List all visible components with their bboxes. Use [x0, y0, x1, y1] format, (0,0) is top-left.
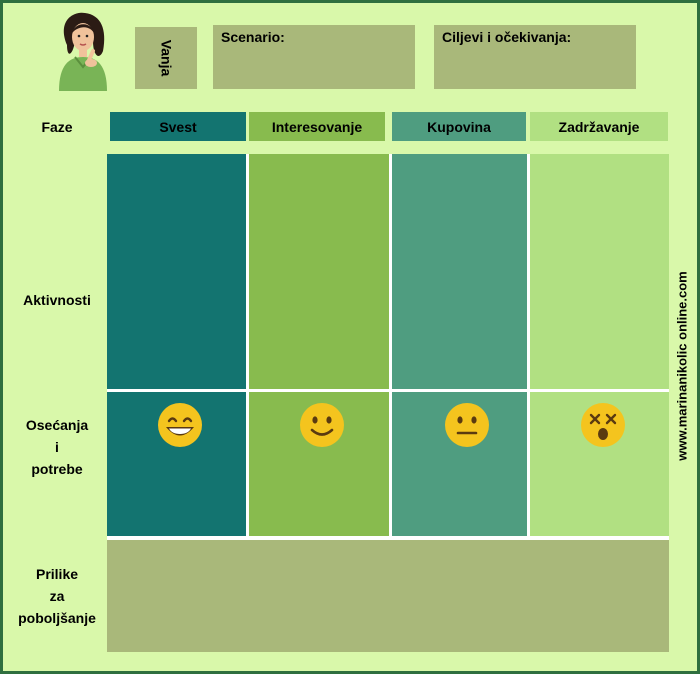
row-label-opportunities-line: za — [49, 588, 65, 604]
phase-header-interesovanje: Interesovanje — [249, 112, 385, 141]
row-label-activities: Aktivnosti — [23, 292, 91, 308]
grinning-face-icon — [158, 403, 202, 447]
persona-name: Vanja — [158, 39, 174, 77]
scenario-box: Scenario: — [213, 25, 415, 89]
phase-header-svest: Svest — [110, 112, 246, 141]
row-label-feelings: Osećanja i potrebe — [9, 414, 105, 480]
column-divider — [527, 154, 530, 536]
row-divider — [107, 389, 669, 392]
dizzy-face-icon — [581, 403, 625, 447]
phase-header-zadrzavanje: Zadržavanje — [530, 112, 668, 141]
phase-label: Svest — [159, 118, 197, 135]
row-label-feelings-line: i — [55, 439, 59, 455]
phase-column-interesovanje — [249, 154, 389, 536]
scenario-label: Scenario: — [221, 29, 285, 45]
phase-column-svest — [107, 154, 246, 536]
row-label-opportunities-line: poboljšanje — [18, 610, 96, 626]
neutral-face-icon — [445, 403, 489, 447]
row-divider — [107, 536, 669, 540]
woman-thinking-icon — [59, 12, 107, 91]
row-label-feelings-line: Osećanja — [25, 417, 89, 433]
phase-column-zadrzavanje — [530, 154, 669, 536]
column-divider — [389, 154, 392, 536]
opportunities-area — [107, 540, 669, 652]
row-label-opportunities-line: Prilike — [35, 566, 79, 582]
row-label-feelings-line: potrebe — [31, 461, 83, 477]
website-watermark: www.marinanikolic online.com — [674, 271, 690, 461]
phase-label: Kupovina — [427, 118, 491, 135]
phase-label: Interesovanje — [271, 118, 363, 135]
row-label-opportunities: Prilike za poboljšanje — [9, 563, 105, 629]
phase-header-kupovina: Kupovina — [392, 112, 526, 141]
phase-column-kupovina — [392, 154, 527, 536]
column-divider — [246, 154, 249, 536]
row-label-phases: Faze — [41, 119, 73, 135]
goals-label: Ciljevi i očekivanja: — [442, 29, 572, 45]
goals-box: Ciljevi i očekivanja: — [434, 25, 636, 89]
slightly-smiling-face-icon — [300, 403, 344, 447]
phase-label: Zadržavanje — [558, 118, 640, 135]
persona-name-box: Vanja — [135, 27, 197, 89]
